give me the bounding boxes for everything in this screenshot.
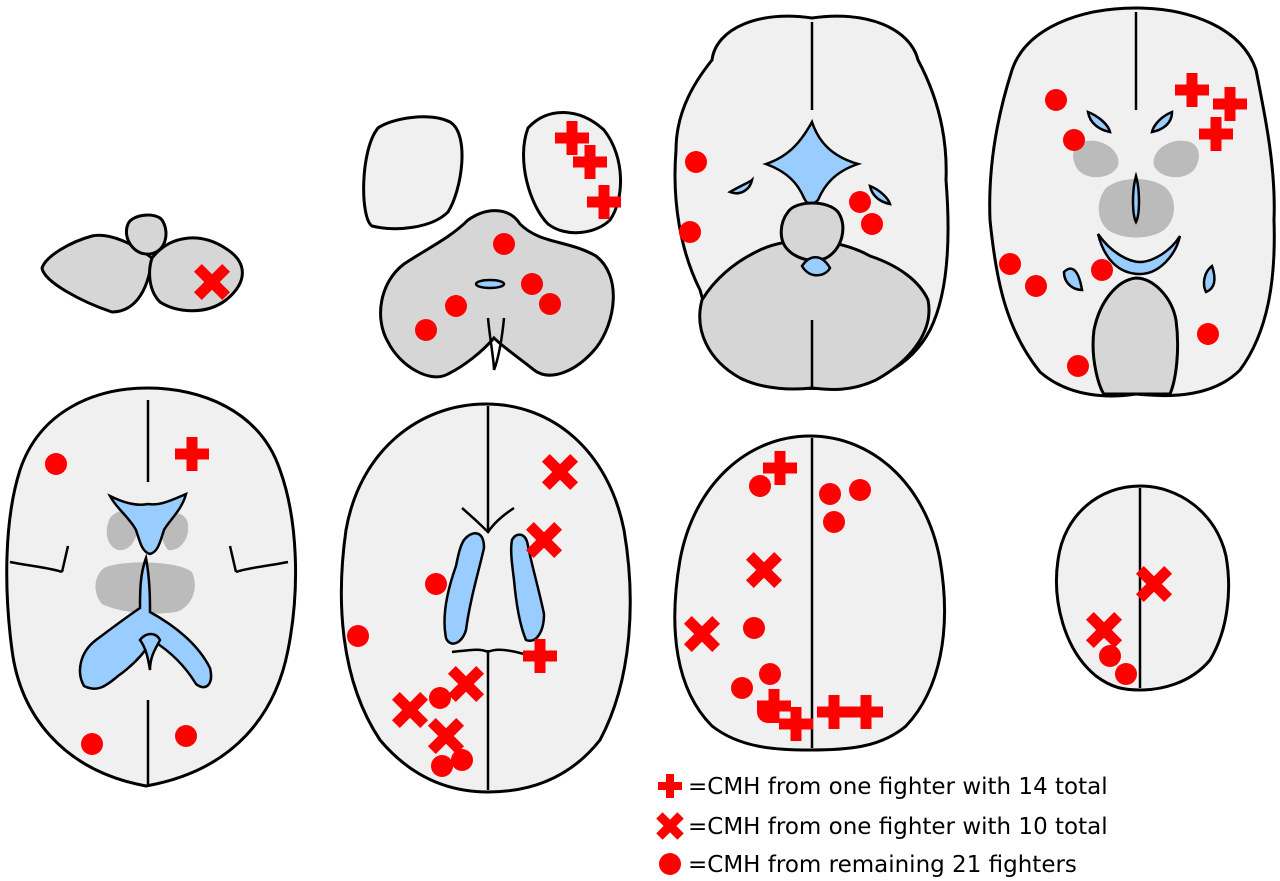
legend-cross-label: =CMH from one fighter with 10 total [688,814,1108,840]
cmh-plus-marker [763,451,797,485]
slice-2-brainstem [362,111,623,379]
cmh-dot-marker [999,253,1021,275]
cmh-dot-marker [45,453,67,475]
cmh-dot-marker [823,511,845,533]
cmh-dot-marker [1067,355,1089,377]
cmh-cross-marker [525,521,563,559]
cmh-plus-marker [555,121,589,155]
cmh-dot-marker [1025,275,1047,297]
cmh-dot-marker [685,151,707,173]
cmh-dot-marker [429,687,451,709]
cmh-cross-marker [447,665,485,703]
cmh-dot-marker [1099,645,1121,667]
slice-7-semiovale [673,434,946,752]
cmh-dot-marker [445,295,467,317]
cmh-dot-marker [1045,89,1067,111]
cmh-dot-marker [849,479,871,501]
cmh-dot-marker [679,221,701,243]
slice-5-ventricles [5,386,298,788]
cmh-cross-marker [683,615,721,653]
cmh-dot-marker [757,701,779,723]
cmh-dot-marker [415,319,437,341]
cmh-cross-marker [391,691,429,729]
cmh-dot-marker [819,483,841,505]
slice-1-cerebellum [40,213,244,314]
cmh-cross-marker [193,263,231,301]
cmh-dot-marker [431,755,453,777]
cmh-cross-marker [745,551,783,589]
cmh-dot-marker [861,213,883,235]
cmh-dot-marker [521,273,543,295]
cmh-plus-marker [1213,87,1247,121]
cmh-dot-marker [1091,259,1113,281]
cmh-dot-marker [1115,663,1137,685]
cmh-dot-marker [539,293,561,315]
legend: =CMH from one fighter with 14 total =CMH… [656,774,1108,878]
cmh-cross-marker [1135,565,1173,603]
slice-4-thalamus [988,6,1276,398]
cmh-dot-marker [175,725,197,747]
cmh-plus-marker [849,695,883,729]
cmh-dot-marker [1197,323,1219,345]
cmh-dot-marker [1063,129,1085,151]
legend-plus-label: =CMH from one fighter with 14 total [688,774,1108,800]
cmh-dot-marker [451,749,473,771]
cmh-plus-marker [587,185,621,219]
cmh-dot-marker [749,475,771,497]
cmh-plus-marker [175,437,209,471]
slice-6-corona [339,402,632,794]
legend-plus-icon [658,774,682,798]
cmh-dot-marker [743,617,765,639]
cmh-plus-marker [1175,73,1209,107]
cmh-dot-marker [347,625,369,647]
cmh-markers [45,73,1247,777]
cmh-plus-marker [573,145,607,179]
legend-dot-icon [659,853,681,875]
cmh-plus-marker [523,639,557,673]
cmh-plus-marker [779,707,813,741]
cmh-dot-marker [425,573,447,595]
slice-3-midbrain [673,14,950,391]
cmh-dot-marker [493,233,515,255]
cmh-cross-marker [541,453,579,491]
cmh-dot-marker [731,677,753,699]
cmh-cross-marker [427,717,465,755]
cmh-cross-marker [1085,611,1123,649]
cmh-dot-marker [81,733,103,755]
cmh-dot-marker [849,191,871,213]
cmh-plus-marker [1199,117,1233,151]
cmh-plus-marker [817,695,851,729]
legend-dot-label: =CMH from remaining 21 fighters [688,852,1077,878]
legend-cross-icon [656,812,684,840]
cmh-dot-marker [759,663,781,685]
